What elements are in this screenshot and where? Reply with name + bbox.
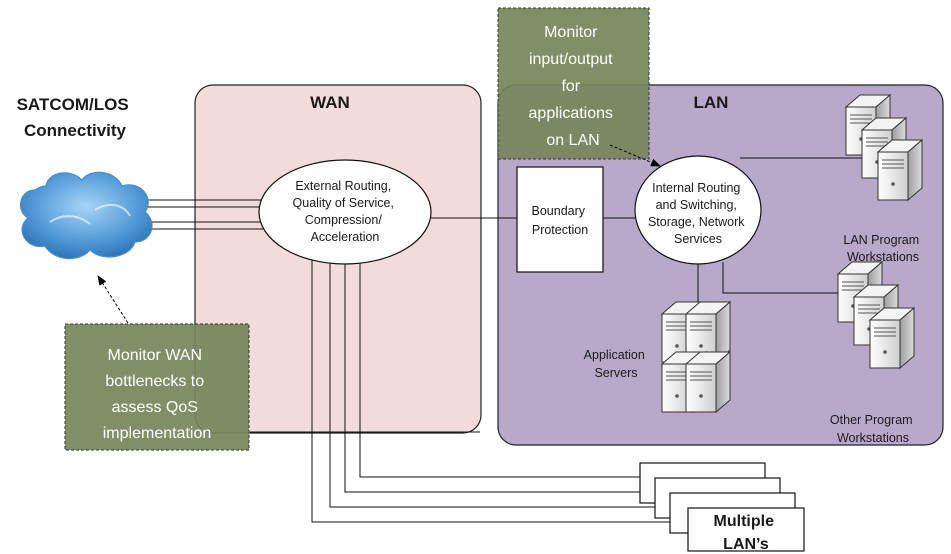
wan-routing-node-label: External Routing, Quality of Service, Co… <box>293 179 398 244</box>
monitor-arrows <box>97 144 661 324</box>
wan-monitor-note-text: Monitor WAN bottlenecks to assess QoS im… <box>103 347 212 442</box>
application-servers-icon <box>661 301 731 413</box>
multiple-lans-stack <box>639 462 805 552</box>
lan-monitor-note-text: Monitor input/output for applications on… <box>529 24 618 149</box>
connection-lines <box>145 157 862 523</box>
satcom-cloud-icon <box>19 171 153 260</box>
multiple-lans-label: Multiple LAN’s <box>714 513 779 553</box>
lan-monitor-note <box>497 7 650 160</box>
wan-routing-node <box>258 159 432 265</box>
boundary-protection-label: Boundary Protection <box>532 204 589 237</box>
lan-title: LAN <box>694 93 729 112</box>
lan-region <box>497 84 944 446</box>
internal-routing-node-label: Internal Routing and Switching, Storage,… <box>648 181 748 246</box>
application-servers-label: Application Servers <box>584 348 649 380</box>
other-program-workstations-label: Other Program Workstations <box>830 413 916 445</box>
lan-program-workstations-label: LAN Program Workstations <box>843 233 922 264</box>
wan-monitor-note <box>64 323 250 451</box>
boundary-protection-box <box>516 166 604 273</box>
internal-routing-node <box>634 155 762 265</box>
wan-title: WAN <box>310 93 350 112</box>
satcom-label: SATCOM/LOS Connectivity <box>17 95 134 140</box>
